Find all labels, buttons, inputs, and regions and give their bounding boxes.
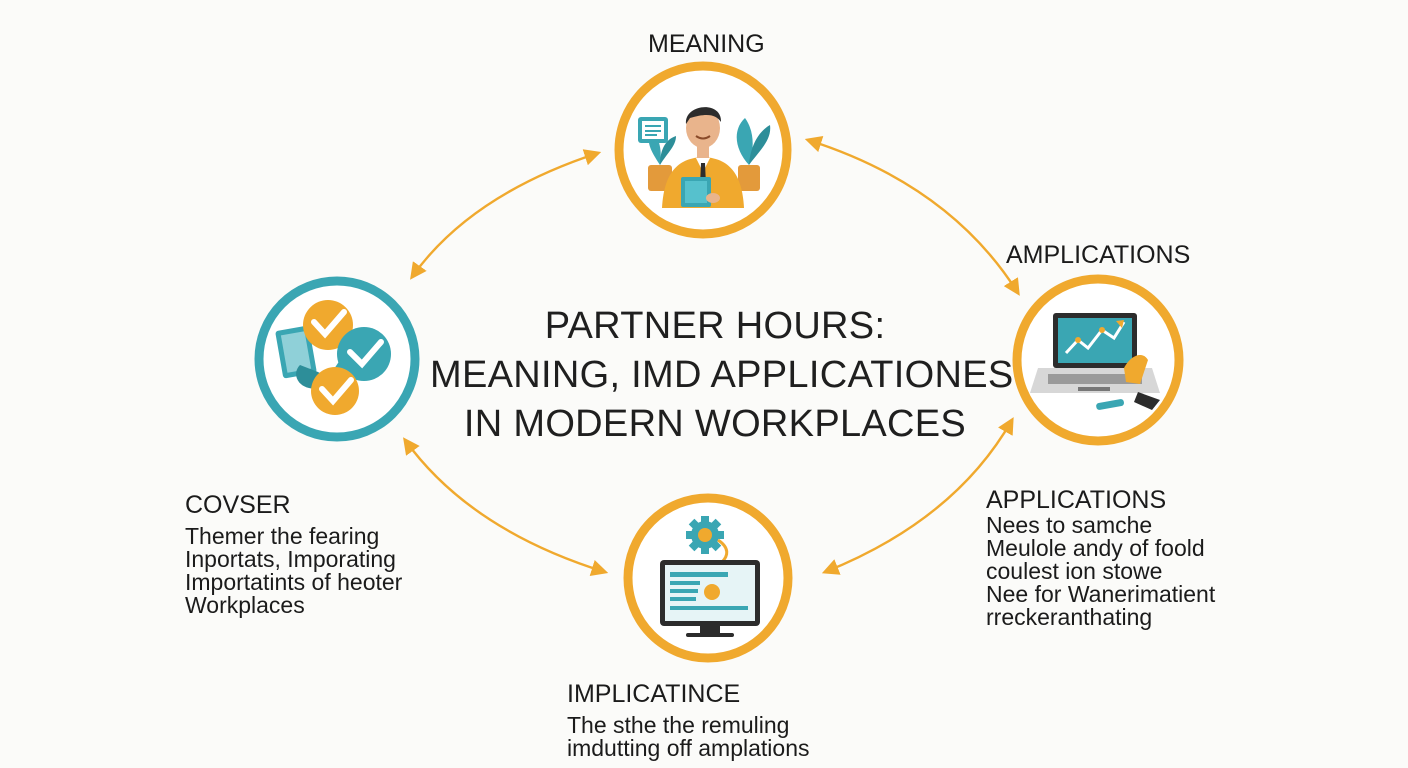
arrow-right-bottom bbox=[821, 417, 1014, 575]
node-implicatince bbox=[623, 493, 793, 663]
node-covser bbox=[254, 276, 420, 442]
desc-covser-line: Workplaces bbox=[185, 592, 305, 618]
desc-applications-line: coulest ion stowe bbox=[986, 558, 1163, 584]
title-line-2: MEANING, IMD APPLICATIONES bbox=[430, 354, 1014, 396]
node-meaning bbox=[614, 61, 792, 239]
label-meaning: MEANING bbox=[648, 30, 765, 58]
label-applications: APPLICATIONS bbox=[986, 486, 1167, 514]
arrow-top-right bbox=[804, 136, 1020, 296]
desc-implicatince-line: imdutting off amplations bbox=[567, 735, 810, 761]
desc-applications-line: Meulole andy of foold bbox=[986, 535, 1205, 561]
label-covser: COVSER bbox=[185, 491, 291, 519]
desc-applications-line: rreckeranthating bbox=[986, 604, 1153, 630]
desc-covser: Themer the fearing Inportats, Imporating… bbox=[185, 525, 402, 617]
arrow-left-bottom bbox=[403, 437, 609, 577]
arrow-top-left bbox=[410, 149, 602, 280]
cycle-arrows bbox=[403, 136, 1020, 577]
desc-applications-line: Nees to samche bbox=[986, 512, 1153, 538]
title-line-1: PARTNER HOURS: bbox=[544, 305, 886, 347]
desc-applications-line: Nee for Wanerimatient bbox=[986, 581, 1216, 607]
person-with-tablet-icon bbox=[638, 107, 771, 208]
desc-covser-line: Importatints of heoter bbox=[185, 569, 403, 595]
diagram-title: PARTNER HOURS: MEANING, IMD APPLICATIONE… bbox=[430, 302, 1014, 449]
label-implicatince: IMPLICATINCE bbox=[567, 680, 741, 708]
desc-covser-line: Themer the fearing bbox=[185, 523, 380, 549]
title-line-3: IN MODERN WORKPLACES bbox=[463, 403, 967, 445]
desc-implicatince-line: The sthe the remuling bbox=[567, 712, 790, 738]
node-amplications bbox=[1012, 274, 1184, 446]
checkmark-speech-bubbles-icon bbox=[275, 300, 391, 415]
label-amplications: AMPLICATIONS bbox=[1006, 241, 1191, 269]
desc-implicatince: The sthe the remuling imdutting off ampl… bbox=[567, 714, 810, 760]
desc-covser-line: Inportats, Imporating bbox=[185, 546, 396, 572]
laptop-chart-icon bbox=[1030, 313, 1160, 410]
desc-applications: Nees to samche Meulole andy of foold cou… bbox=[986, 514, 1215, 629]
